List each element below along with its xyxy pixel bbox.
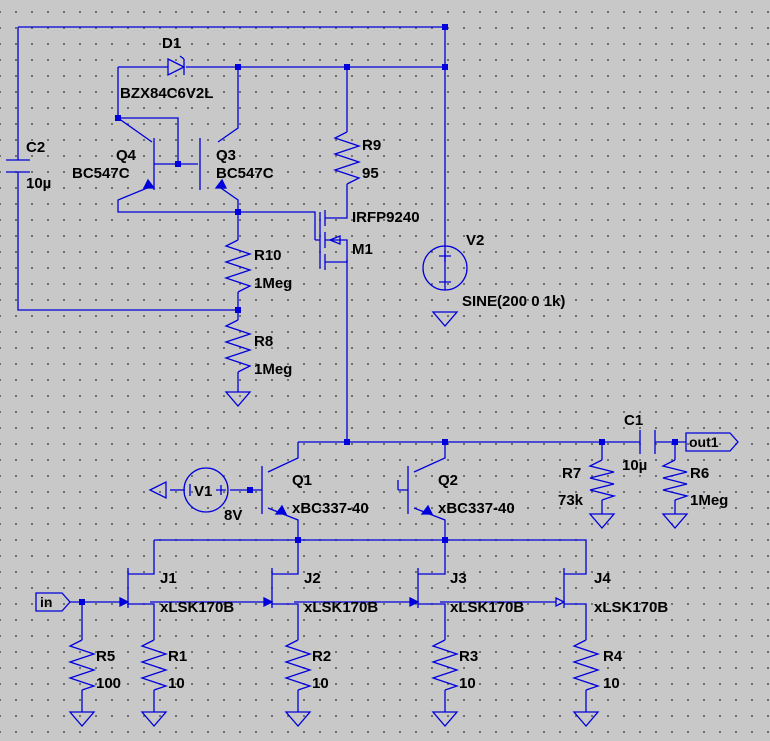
ground-r8 xyxy=(224,391,252,407)
q1-value: xBC337-40 xyxy=(292,500,369,517)
r8-ref: R8 xyxy=(254,333,273,350)
r4-ref: R4 xyxy=(603,648,623,665)
resistor-r1[interactable] xyxy=(139,639,169,727)
transistor-q2[interactable] xyxy=(398,466,434,515)
r5-ref: R5 xyxy=(96,648,115,665)
voltage-source-v1[interactable] xyxy=(148,467,229,513)
r6-value: 1Meg xyxy=(690,492,728,509)
c1-value: 10µ xyxy=(622,457,647,474)
r2-ref: R2 xyxy=(312,648,331,665)
j1-ref: J1 xyxy=(160,570,177,587)
r7-ref: R7 xyxy=(562,465,581,482)
r3-value: 10 xyxy=(459,675,476,692)
transistor-q4[interactable] xyxy=(142,138,156,190)
wires xyxy=(17,26,686,712)
capacitor-c2[interactable] xyxy=(6,159,30,173)
jfet-j3[interactable] xyxy=(409,558,446,620)
transistor-q1[interactable] xyxy=(258,466,288,515)
net-flag-in[interactable] xyxy=(35,592,71,612)
m1-value: IRFP9240 xyxy=(352,209,420,226)
r2-value: 10 xyxy=(312,675,329,692)
out1-label: out1 xyxy=(689,434,719,450)
d1-value: BZX84C6V2L xyxy=(120,85,213,102)
r10-value: 1Meg xyxy=(254,275,292,292)
v1-ref: V1 xyxy=(194,483,212,500)
r8-value: 1Meg xyxy=(254,361,292,378)
c2-ref: C2 xyxy=(26,139,45,156)
r6-ref: R6 xyxy=(690,465,709,482)
d1-ref: D1 xyxy=(162,35,181,52)
r4-value: 10 xyxy=(603,675,620,692)
q4-value: BC547C xyxy=(72,165,130,182)
q2-value: xBC337-40 xyxy=(438,500,515,517)
c1-ref: C1 xyxy=(624,412,643,429)
jfet-j2[interactable] xyxy=(263,558,299,620)
r5-value: 100 xyxy=(96,675,121,692)
m1-ref: M1 xyxy=(352,241,373,258)
q3-ref: Q3 xyxy=(216,147,236,164)
net-flag-out1[interactable] xyxy=(685,432,739,452)
resistor-r4[interactable] xyxy=(571,639,601,727)
capacitor-c1[interactable] xyxy=(639,430,656,454)
mosfet-m1[interactable] xyxy=(315,210,348,270)
voltage-source-v2[interactable] xyxy=(422,245,468,327)
c2-value: 10µ xyxy=(26,175,51,192)
j4-ref: J4 xyxy=(594,570,611,587)
zener-diode-d1[interactable] xyxy=(167,55,186,77)
r9-value: 95 xyxy=(362,165,379,182)
q2-ref: Q2 xyxy=(438,472,458,489)
resistor-r2[interactable] xyxy=(283,639,313,727)
resistor-r8[interactable] xyxy=(223,319,253,373)
q1-ref: Q1 xyxy=(292,472,312,489)
r9-ref: R9 xyxy=(362,137,381,154)
j3-ref: J3 xyxy=(450,570,467,587)
q4-ref: Q4 xyxy=(116,147,137,164)
r7-value: 73k xyxy=(558,492,584,509)
transistor-q3[interactable] xyxy=(199,138,228,190)
v2-ref: V2 xyxy=(466,232,484,249)
in-label: in xyxy=(40,594,52,610)
j2-value: xLSK170B xyxy=(304,599,378,616)
r10-ref: R10 xyxy=(254,247,282,264)
j3-value: xLSK170B xyxy=(450,599,524,616)
v2-value: SINE(200 0 1k) xyxy=(462,293,565,310)
resistor-r7[interactable] xyxy=(588,459,617,529)
junction-dots xyxy=(79,24,678,605)
v1-value: 8V xyxy=(224,507,242,524)
resistor-r6[interactable] xyxy=(661,459,690,529)
resistor-r5[interactable] xyxy=(67,639,97,727)
j4-value: xLSK170B xyxy=(594,599,668,616)
resistor-r9[interactable] xyxy=(332,131,362,185)
r1-ref: R1 xyxy=(168,648,187,665)
j1-value: xLSK170B xyxy=(160,599,234,616)
jfet-j1[interactable] xyxy=(119,558,155,620)
resistor-r3[interactable] xyxy=(430,639,460,727)
r1-value: 10 xyxy=(168,675,185,692)
resistor-r10[interactable] xyxy=(223,239,253,293)
q3-value: BC547C xyxy=(216,165,274,182)
j2-ref: J2 xyxy=(304,570,321,587)
jfet-j4[interactable] xyxy=(555,558,587,620)
r3-ref: R3 xyxy=(459,648,478,665)
